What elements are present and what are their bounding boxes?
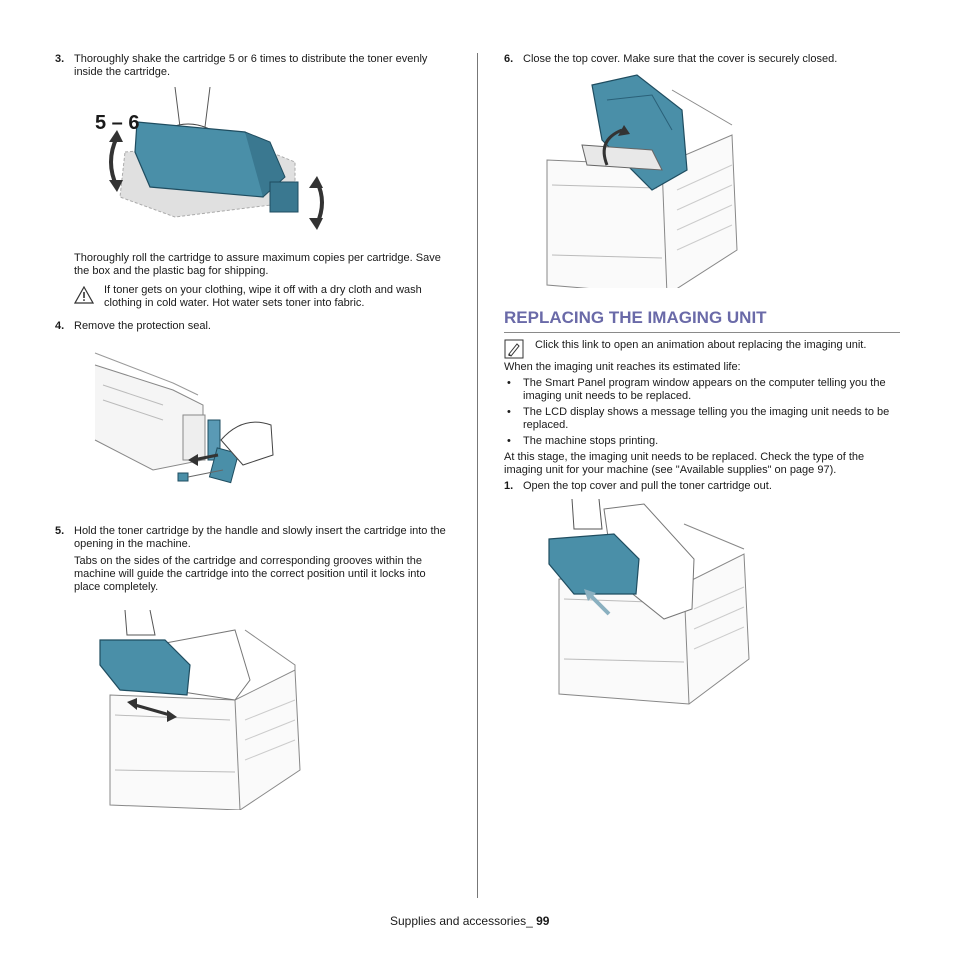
note-pencil-icon bbox=[504, 339, 524, 363]
animation-link-text[interactable]: Click this link to open an animation abo… bbox=[535, 339, 867, 351]
step-number: 4. bbox=[55, 320, 65, 332]
roll-instruction: Thoroughly roll the cartridge to assure … bbox=[74, 252, 441, 277]
section-heading: REPLACING THE IMAGING UNIT bbox=[504, 308, 900, 333]
step-3: 3. Thoroughly shake the cartridge 5 or 6… bbox=[55, 53, 450, 79]
page-number: 99 bbox=[536, 914, 550, 928]
list-item: •The Smart Panel program window appears … bbox=[507, 377, 886, 402]
step-5: 5. Hold the toner cartridge by the handl… bbox=[55, 525, 450, 594]
page-footer: Supplies and accessories_ 99 bbox=[390, 915, 549, 928]
animation-note[interactable]: Click this link to open an animation abo… bbox=[504, 339, 900, 359]
list-item: •The LCD display shows a message telling… bbox=[507, 406, 890, 431]
remove-seal-figure bbox=[93, 345, 450, 525]
intro-text: When the imaging unit reaches its estima… bbox=[504, 361, 741, 373]
step-number: 1. bbox=[504, 480, 514, 492]
step-1: 1. Open the top cover and pull the toner… bbox=[504, 480, 900, 493]
step-text: Close the top cover. Make sure that the … bbox=[523, 53, 838, 65]
step-number: 6. bbox=[504, 53, 514, 65]
column-divider bbox=[477, 53, 478, 898]
step-6: 6. Close the top cover. Make sure that t… bbox=[504, 53, 900, 66]
shake-cartridge-figure: 5 – 6 bbox=[95, 82, 450, 242]
pull-cartridge-figure bbox=[544, 499, 900, 719]
step-detail: Tabs on the sides of the cartridge and c… bbox=[74, 555, 426, 593]
warning-triangle-icon bbox=[73, 285, 95, 308]
step-number: 3. bbox=[55, 53, 65, 65]
stage-text: At this stage, the imaging unit needs to… bbox=[504, 451, 865, 476]
right-column: 6. Close the top cover. Make sure that t… bbox=[504, 53, 900, 719]
life-bullets: •The Smart Panel program window appears … bbox=[504, 377, 900, 448]
caution-box: If toner gets on your clothing, wipe it … bbox=[55, 284, 450, 310]
caution-text: If toner gets on your clothing, wipe it … bbox=[104, 284, 422, 309]
step-text: Hold the toner cartridge by the handle a… bbox=[74, 525, 446, 550]
step-4: 4. Remove the protection seal. bbox=[55, 320, 450, 333]
step-text: Remove the protection seal. bbox=[74, 320, 211, 332]
shake-count-label: 5 – 6 bbox=[95, 112, 140, 134]
close-cover-figure bbox=[542, 70, 900, 288]
list-item: •The machine stops printing. bbox=[507, 435, 659, 447]
footer-label: Supplies and accessories_ bbox=[390, 914, 533, 928]
left-column: 3. Thoroughly shake the cartridge 5 or 6… bbox=[55, 53, 450, 810]
step-number: 5. bbox=[55, 525, 65, 537]
step-text: Open the top cover and pull the toner ca… bbox=[523, 480, 772, 492]
insert-cartridge-figure bbox=[95, 610, 450, 810]
step-text: Thoroughly shake the cartridge 5 or 6 ti… bbox=[74, 53, 428, 78]
